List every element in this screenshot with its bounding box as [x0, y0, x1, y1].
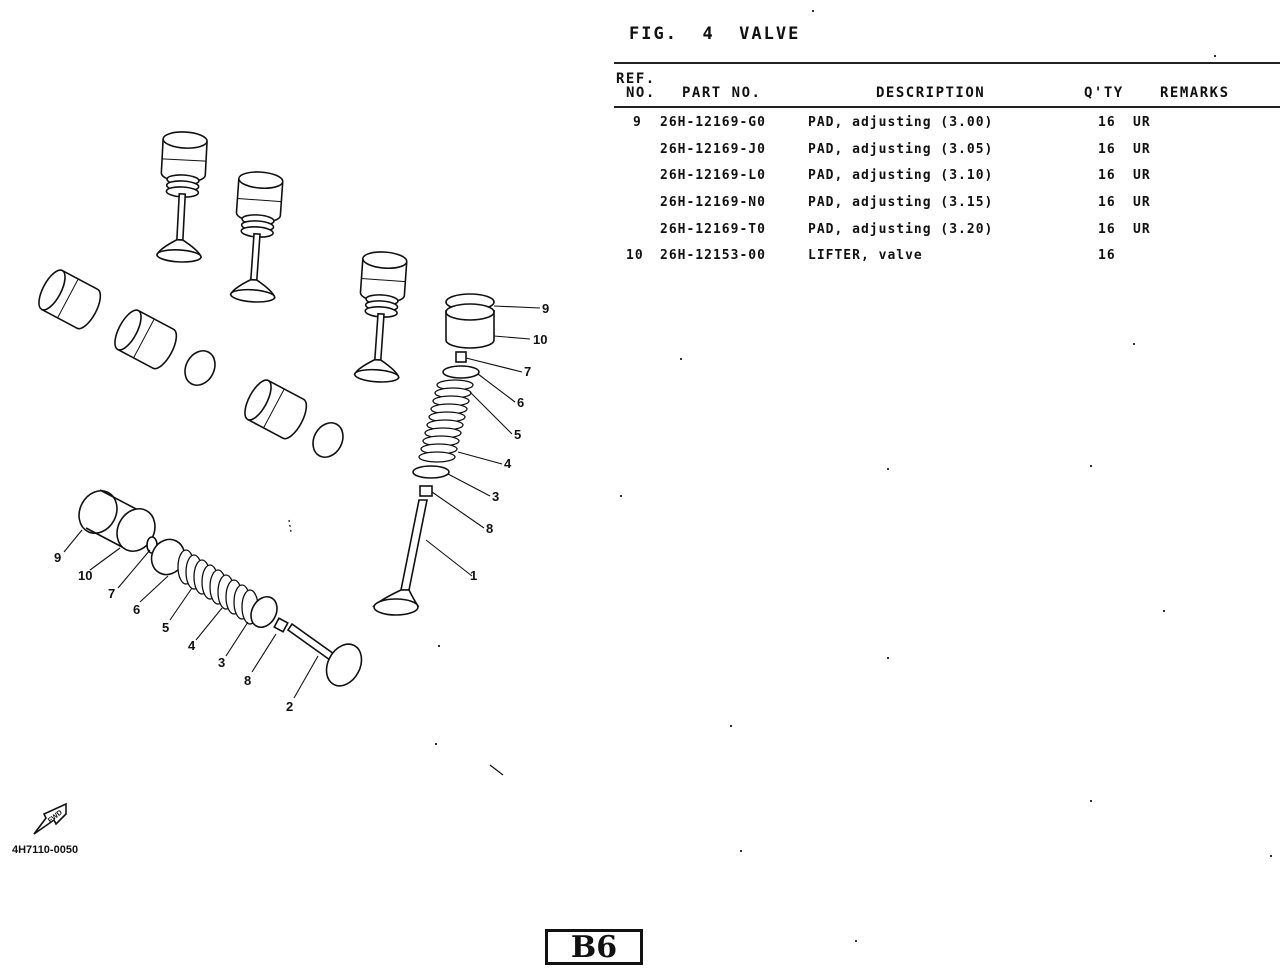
scan-speck [1270, 855, 1272, 857]
scan-speck [680, 358, 682, 360]
figure-name: VALVE [739, 24, 801, 44]
row-ref: 10 [626, 248, 644, 263]
row-description: PAD, adjusting (3.15) [808, 195, 994, 210]
valve-assembly-b [229, 169, 285, 305]
callout-upright-7: 7 [524, 364, 531, 379]
valve-exploded-upright [372, 293, 495, 616]
callout-angled-8: 8 [244, 673, 251, 688]
row-part-no: 26H-12169-T0 [660, 222, 766, 237]
callout-angled-3: 3 [218, 655, 225, 670]
callout-angled-9: 9 [54, 550, 61, 565]
callout-upright-4: 4 [504, 456, 512, 471]
scan-speck [887, 657, 889, 659]
callout-upright-6: 6 [517, 395, 524, 410]
scan-speck [1090, 800, 1092, 802]
scan-speck [812, 10, 814, 12]
callout-angled-2: 2 [286, 699, 293, 714]
scan-speck [1163, 610, 1165, 612]
row-description: PAD, adjusting (3.05) [808, 142, 994, 157]
row-qty: 16 [1098, 168, 1116, 183]
valve-exploded-diagram: 9 10 7 6 5 4 3 8 1 9 10 7 6 5 4 3 8 2 [32, 130, 549, 776]
row-qty: 16 [1098, 142, 1116, 157]
diagram-reference-code: 4H7110-0050 [12, 844, 79, 856]
callout-upright-9: 9 [542, 301, 549, 316]
scan-speck [1214, 55, 1216, 57]
row-qty: 16 [1098, 248, 1116, 263]
header-description: DESCRIPTION [876, 85, 986, 101]
scan-speck [438, 645, 440, 647]
callout-upright-1: 1 [470, 568, 477, 583]
scan-speck [740, 850, 742, 852]
row-remarks: UR [1133, 195, 1151, 210]
row-part-no: 26H-12169-G0 [660, 115, 766, 130]
row-part-no: 26H-12153-00 [660, 248, 766, 263]
row-part-no: 26H-12169-J0 [660, 142, 766, 157]
table-top-rule [614, 62, 1280, 64]
valve-assembly-c [353, 249, 409, 385]
callout-upright-3: 3 [492, 489, 499, 504]
scan-speck [435, 743, 437, 745]
callout-upright-5: 5 [514, 427, 521, 442]
header-remarks: REMARKS [1160, 85, 1230, 101]
callout-angled-7: 7 [108, 586, 115, 601]
figure-label: FIG. [629, 24, 678, 44]
scan-speck [620, 495, 622, 497]
row-description: PAD, adjusting (3.00) [808, 115, 994, 130]
row-ref: 9 [633, 115, 642, 130]
scan-speck [730, 725, 732, 727]
header-ref-line2: NO. [626, 85, 656, 101]
header-part-no: PART NO. [682, 85, 762, 101]
row-description: PAD, adjusting (3.20) [808, 222, 994, 237]
callout-angled-5: 5 [162, 620, 169, 635]
leader-lines [63, 305, 541, 699]
callout-angled-4: 4 [188, 638, 196, 653]
row-qty: 16 [1098, 195, 1116, 210]
table-header-rule [614, 106, 1280, 108]
row-remarks: UR [1133, 168, 1151, 183]
figure-number: 4 [702, 24, 715, 44]
header-qty: Q'TY [1084, 85, 1124, 101]
scan-speck [887, 468, 889, 470]
valve-exploded-angled [78, 489, 363, 687]
page-code-box: B6 [545, 929, 643, 965]
lifter-side-c [238, 375, 313, 444]
row-qty: 16 [1098, 115, 1116, 130]
page-code: B6 [570, 929, 618, 965]
row-part-no: 26H-12169-L0 [660, 168, 766, 183]
scan-speck [855, 940, 857, 942]
row-qty: 16 [1098, 222, 1116, 237]
row-remarks: UR [1133, 222, 1151, 237]
scan-speck [1133, 343, 1135, 345]
row-remarks: UR [1133, 142, 1151, 157]
callout-upright-8: 8 [486, 521, 493, 536]
callout-angled-10: 10 [78, 568, 92, 583]
fwd-arrow-icon: FWD [33, 802, 67, 835]
row-remarks: UR [1133, 115, 1151, 130]
lifter-side-a [32, 265, 107, 334]
callout-upright-10: 10 [533, 332, 547, 347]
header-ref-line1: REF. [616, 71, 656, 87]
callout-angled-6: 6 [133, 602, 140, 617]
lifter-side-b [108, 305, 183, 374]
row-description: LIFTER, valve [808, 248, 923, 263]
row-part-no: 26H-12169-N0 [660, 195, 766, 210]
scan-speck [1090, 465, 1092, 467]
figure-title: FIG. 4 VALVE [629, 24, 800, 44]
valve-assembly-a [155, 130, 209, 264]
row-description: PAD, adjusting (3.10) [808, 168, 994, 183]
